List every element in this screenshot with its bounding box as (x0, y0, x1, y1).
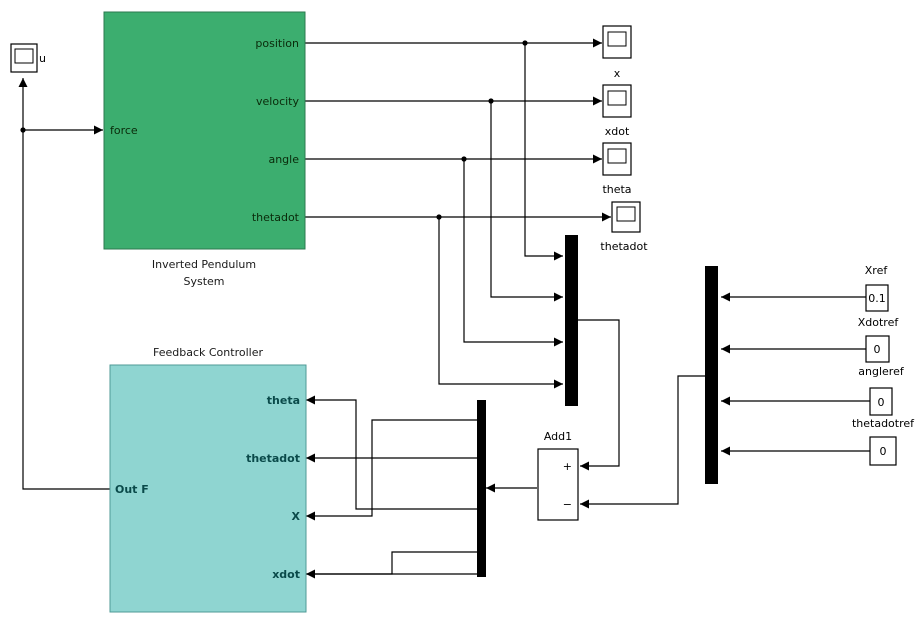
plant-output-angle: angle (268, 153, 299, 166)
constant-value-xref: 0.1 (868, 292, 886, 305)
controller-title: Feedback Controller (153, 346, 263, 359)
controller-output-outf: Out F (115, 483, 149, 496)
constant-thetadotref[interactable]: 0 (869, 436, 897, 466)
scope-icon (602, 25, 632, 59)
constant-value-angleref: 0 (878, 396, 885, 409)
mux-state-signals[interactable] (565, 235, 578, 406)
branch-points (20, 40, 528, 220)
mux-reference-signals[interactable] (705, 266, 718, 484)
scope-label-theta: theta (602, 183, 631, 196)
inverted-pendulum-block[interactable]: force position velocity angle thetadot (103, 11, 306, 250)
scope-icon (611, 201, 641, 233)
constant-label-xdotref: Xdotref (858, 316, 900, 329)
controller-input-xdot: xdot (272, 568, 300, 581)
constant-label-angleref: angleref (858, 365, 905, 378)
controller-input-theta: theta (267, 394, 300, 407)
constant-label-xref: Xref (865, 264, 889, 277)
sum-sign-plus: + (563, 460, 572, 473)
feedback-controller-block[interactable]: theta thetadot X xdot Out F (109, 364, 307, 613)
scope-icon (602, 84, 632, 118)
sum-block-label: Add1 (544, 430, 572, 443)
constant-value-xdotref: 0 (874, 343, 881, 356)
scope-thetadot[interactable]: thetadot (600, 201, 648, 253)
scope-label-xdot: xdot (605, 125, 630, 138)
scope-icon (10, 43, 38, 73)
constant-xdotref[interactable]: 0 (865, 335, 890, 363)
scope-xdot[interactable]: xdot (602, 84, 632, 138)
scope-label-thetadot: thetadot (600, 240, 648, 253)
constant-label-thetadotref: thetadotref (852, 417, 915, 430)
signal-lines (18, 38, 870, 579)
scope-label-x: x (614, 67, 621, 80)
scope-label-u: u (39, 52, 46, 65)
scope-theta[interactable]: theta (602, 142, 632, 196)
constant-angleref[interactable]: 0 (869, 387, 893, 416)
constant-value-thetadotref: 0 (880, 445, 887, 458)
plant-output-position: position (255, 37, 299, 50)
sum-sign-minus: − (563, 498, 572, 511)
controller-input-x: X (292, 510, 301, 523)
plant-output-velocity: velocity (256, 95, 299, 108)
plant-input-force: force (110, 124, 138, 137)
constant-xref[interactable]: 0.1 (865, 284, 889, 312)
plant-output-thetadot: thetadot (252, 211, 300, 224)
scope-icon (602, 142, 632, 176)
scope-x[interactable]: x (602, 25, 632, 80)
plant-title-line1: Inverted Pendulum (152, 258, 256, 271)
controller-input-thetadot: thetadot (246, 452, 300, 465)
plant-title-line2: System (183, 275, 224, 288)
sum-block-add1[interactable]: + − (537, 448, 579, 521)
scope-u[interactable]: u (10, 43, 46, 73)
demux-error-signals[interactable] (477, 400, 486, 577)
